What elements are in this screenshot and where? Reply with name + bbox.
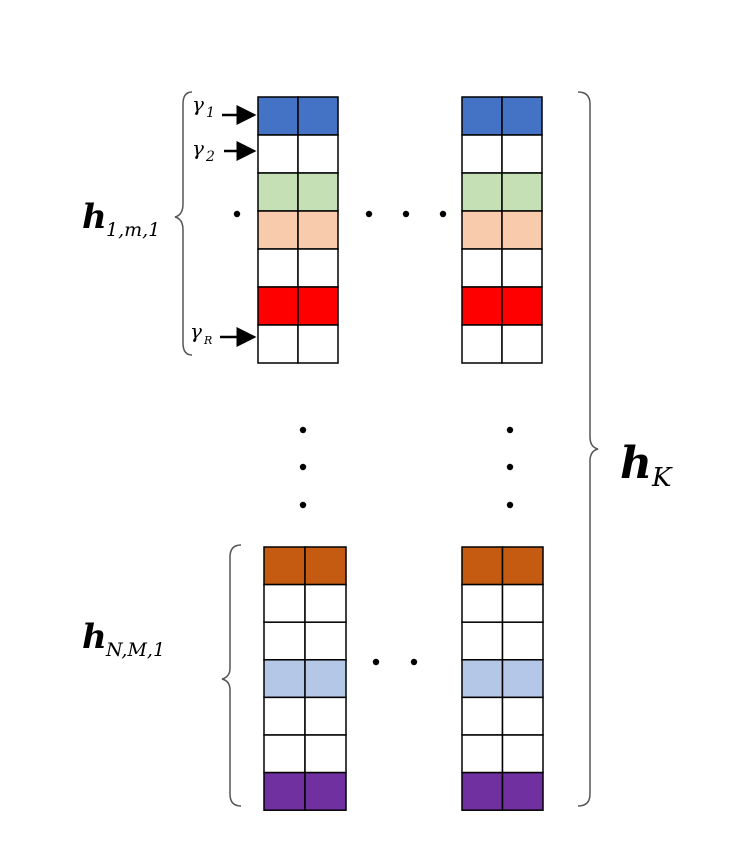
matrix-cell-white: [263, 696, 306, 736]
matrix-cell-white: [501, 324, 543, 364]
matrix-cell-red: [461, 286, 503, 326]
svg-text:1: 1: [206, 105, 215, 121]
matrix-cell-white: [501, 734, 544, 774]
svg-text:2: 2: [205, 149, 215, 165]
h-1-m-1-label: h 1,m,1: [82, 197, 160, 241]
matrix-bottom-left: [263, 546, 347, 811]
matrix-cell-white: [461, 324, 503, 364]
svg-text:K: K: [651, 463, 673, 493]
matrix-cell-white: [461, 583, 504, 623]
matrix-cell-red: [257, 286, 299, 326]
matrix-cell-white: [257, 134, 299, 174]
gamma-2-label: γ 2: [192, 136, 215, 165]
gamma-r-label: γ R: [190, 319, 212, 347]
svg-text:h: h: [620, 438, 652, 489]
matrix-cell-white: [297, 324, 339, 364]
matrix-cell-light_blue: [501, 659, 544, 699]
matrix-cell-blue: [297, 96, 339, 136]
matrix-cell-peach: [461, 210, 503, 250]
matrix-bottom-right: [461, 546, 544, 811]
matrix-cell-blue: [501, 96, 543, 136]
matrix-cell-red: [501, 286, 543, 326]
svg-text:h: h: [82, 617, 107, 657]
matrix-cell-purple: [263, 771, 306, 811]
ellipsis-dots: [233, 210, 514, 666]
matrix-cell-orange: [304, 546, 347, 586]
matrix-cell-white: [461, 248, 503, 288]
matrix-cell-green: [501, 172, 543, 212]
matrix-cell-white: [461, 734, 504, 774]
gamma-1-label: γ 1: [192, 92, 215, 121]
matrix-cell-white: [297, 134, 339, 174]
matrix-cell-white: [501, 248, 543, 288]
matrix-cell-green: [461, 172, 503, 212]
brace-right: [577, 91, 599, 807]
matrix-cell-white: [461, 696, 504, 736]
matrix-cell-white: [501, 621, 544, 661]
matrix-cell-peach: [297, 210, 339, 250]
matrix-top-left: [257, 96, 339, 364]
svg-text:h: h: [82, 197, 107, 237]
h-n-m-1-label: h N,M,1: [82, 617, 165, 661]
matrix-cell-white: [263, 583, 306, 623]
svg-text:1,m,1: 1,m,1: [106, 219, 160, 241]
matrix-cell-white: [461, 134, 503, 174]
svg-text:N,M,1: N,M,1: [105, 639, 165, 661]
matrix-cell-white: [263, 621, 306, 661]
matrix-cell-purple: [501, 771, 544, 811]
svg-text:γ: γ: [192, 92, 204, 116]
svg-text:γ: γ: [192, 136, 204, 160]
svg-text:R: R: [203, 334, 212, 347]
matrix-cell-white: [263, 734, 306, 774]
matrix-cell-white: [257, 248, 299, 288]
matrix-cell-red: [297, 286, 339, 326]
h-k-label: h K: [620, 438, 673, 493]
matrix-cell-white: [297, 248, 339, 288]
matrix-cell-white: [304, 583, 347, 623]
matrix-cell-light_blue: [263, 659, 306, 699]
brace-top: [174, 91, 193, 356]
matrix-cell-purple: [461, 771, 504, 811]
matrix-cell-light_blue: [461, 659, 504, 699]
svg-text:γ: γ: [190, 319, 202, 343]
matrix-cell-peach: [257, 210, 299, 250]
matrix-cell-white: [501, 696, 544, 736]
matrix-cell-white: [257, 324, 299, 364]
matrix-cell-white: [304, 696, 347, 736]
matrix-cell-orange: [461, 546, 504, 586]
matrix-cell-orange: [263, 546, 306, 586]
matrix-cell-peach: [501, 210, 543, 250]
matrix-cell-purple: [304, 771, 347, 811]
matrix-cell-white: [501, 583, 544, 623]
matrix-top-right: [461, 96, 543, 364]
matrix-cell-white: [304, 621, 347, 661]
matrix-cell-green: [297, 172, 339, 212]
brace-bottom: [221, 544, 242, 807]
matrix-cell-orange: [501, 546, 544, 586]
matrix-cell-blue: [257, 96, 299, 136]
matrix-cell-white: [461, 621, 504, 661]
matrix-cell-white: [501, 134, 543, 174]
matrix-cell-light_blue: [304, 659, 347, 699]
matrix-cell-blue: [461, 96, 503, 136]
matrix-cell-green: [257, 172, 299, 212]
matrix-cell-white: [304, 734, 347, 774]
